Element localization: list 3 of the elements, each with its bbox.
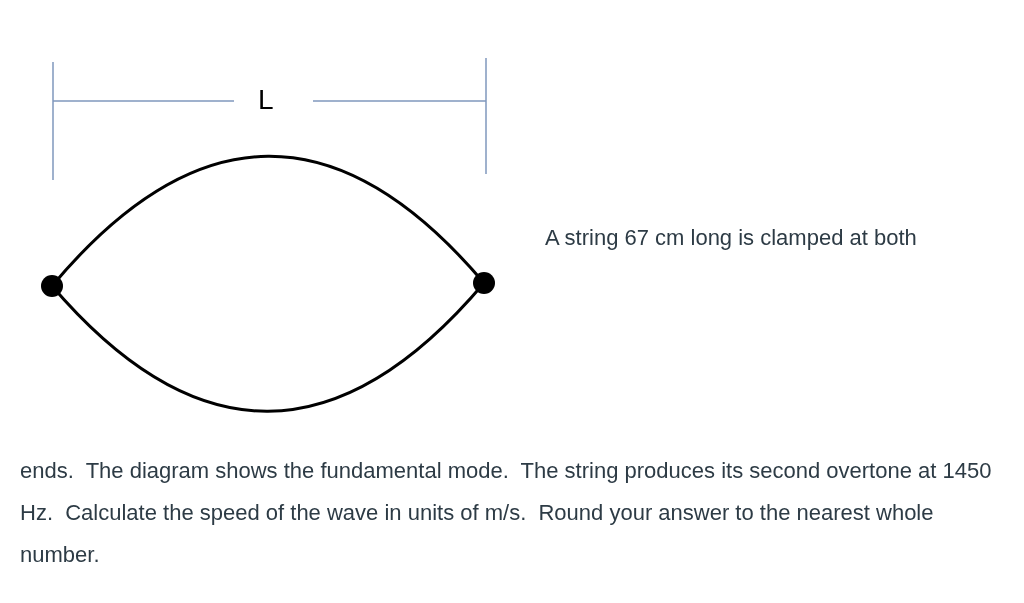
dimension-label: L bbox=[258, 83, 274, 117]
question-text: ends. The diagram shows the fundamental mode. The string produces its second overtone at 1450 Hz. Calculate the speed of the wave in units of m/s. Round your answer to the nearest whole number. bbox=[20, 457, 993, 569]
question-text: A string 67 cm long is clamped at both bbox=[545, 224, 917, 252]
